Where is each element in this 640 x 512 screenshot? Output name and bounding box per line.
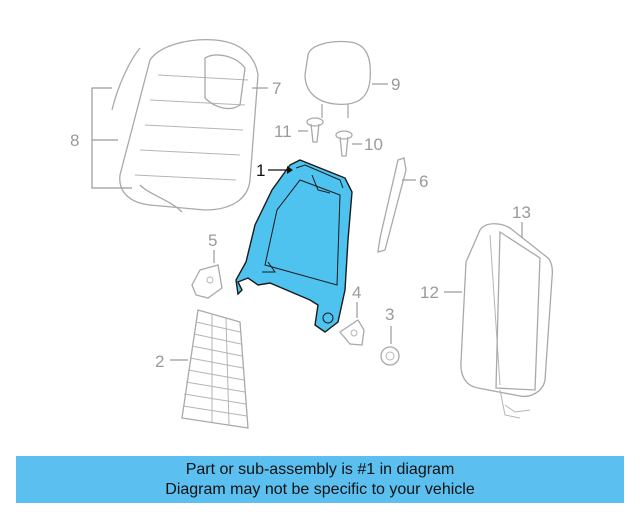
bracket-5 — [191, 264, 223, 299]
screw-10 — [335, 130, 353, 157]
callout-label-1: 1 — [256, 161, 265, 180]
callout-label-3: 3 — [385, 305, 394, 324]
callout-label-5: 5 — [208, 231, 217, 250]
headrest — [304, 40, 371, 118]
callout-label-12: 12 — [420, 283, 439, 302]
callout-4: 4 — [352, 283, 361, 318]
seat-back-cushion-12 — [460, 223, 554, 419]
callout-label-4: 4 — [352, 283, 361, 302]
banner-line-1: Part or sub-assembly is #1 in diagram — [185, 461, 455, 478]
screw-11 — [306, 117, 324, 143]
callout-1: 1 — [256, 161, 293, 180]
callout-label-2: 2 — [155, 352, 164, 371]
callout-label-10: 10 — [364, 135, 383, 154]
callout-8: 8 — [70, 87, 132, 189]
callout-2: 2 — [155, 352, 188, 371]
parts-diagram: 7 8 9 11 10 1 — [70, 39, 554, 429]
seat-back-frame-highlighted — [235, 159, 353, 333]
callout-label-7: 7 — [272, 79, 281, 98]
callout-7: 7 — [252, 79, 281, 98]
ring-3 — [380, 346, 400, 366]
banner-line-2: Diagram may not be specific to your vehi… — [165, 481, 475, 498]
callout-label-13: 13 — [512, 203, 531, 222]
seat-back-cushion — [111, 39, 259, 213]
callout-13: 13 — [512, 203, 531, 238]
pad-13 — [495, 230, 541, 413]
callout-9: 9 — [372, 75, 400, 94]
spring-mat-2 — [181, 309, 249, 429]
callout-6: 6 — [402, 172, 428, 191]
side-trim-strip — [377, 157, 407, 253]
callout-label-8: 8 — [70, 131, 79, 150]
callout-label-6: 6 — [419, 172, 428, 191]
callout-11: 11 — [274, 122, 308, 141]
cover-cap-4 — [339, 319, 365, 346]
info-banner: Part or sub-assembly is #1 in diagram Di… — [16, 456, 624, 503]
callout-12: 12 — [420, 283, 462, 302]
callout-3: 3 — [385, 305, 394, 344]
callout-label-9: 9 — [391, 75, 400, 94]
callout-5: 5 — [208, 231, 217, 263]
callout-10: 10 — [352, 135, 383, 154]
callout-label-11: 11 — [274, 122, 292, 141]
